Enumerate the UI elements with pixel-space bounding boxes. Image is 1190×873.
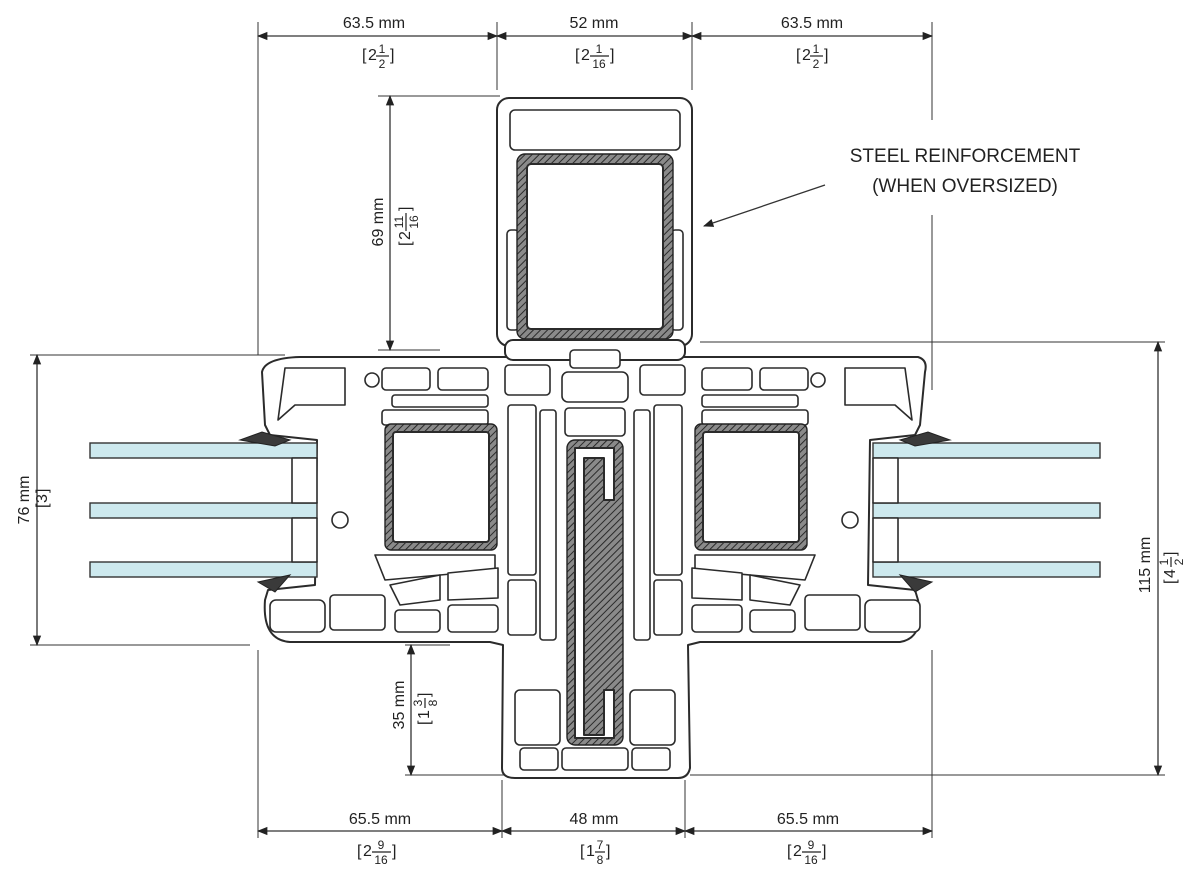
dim-bottom-left-den: 16 [374,853,388,867]
dim-upper-mullion-whole: 2 [397,231,414,240]
dim-bottom-right: 65.5 mm [ 2 9 16 ] [777,811,839,867]
dim-top-center-whole: 2 [581,47,590,64]
dim-bottom-center-mm: 48 mm [570,811,619,828]
dim-bottom-right-mm: 65.5 mm [777,811,839,828]
right-sash-chambers [691,367,921,633]
svg-text:]: ] [397,207,414,211]
svg-text:[: [ [796,47,801,64]
extension-lines [30,22,1165,838]
dim-top-right-den: 2 [813,57,820,71]
dimension-lines [32,31,1163,836]
svg-text:[: [ [580,843,585,860]
dim-top-left-mm: 63.5 mm [343,15,405,32]
dim-upper-mullion-num: 11 [392,215,406,228]
callout-line-1: STEEL REINFORCEMENT [850,146,1081,167]
top-dimension-labels: 63.5 mm [ 2 1 2 ] 52 mm [ 2 1 16 ] 63.5 … [343,15,843,71]
dim-lower-mullion-den: 8 [426,699,440,706]
dim-upper-mullion-mm: 69 mm [370,198,387,247]
svg-text:[: [ [787,843,792,860]
svg-text:]: ] [1162,552,1179,556]
dim-lower-mullion-whole: 1 [416,710,433,719]
callout-line-2: (WHEN OVERSIZED) [872,176,1058,197]
left-glazing-unit [89,442,318,578]
dim-top-center-mm: 52 mm [570,15,619,32]
dim-bottom-right-den: 16 [804,853,818,867]
dim-top-center-den: 16 [592,57,606,71]
center-mullion-chambers [504,349,686,771]
dim-overall-height-num: 1 [1157,558,1171,565]
dim-top-right-num: 1 [813,42,820,56]
dim-lower-mullion-mm: 35 mm [391,681,408,730]
dim-left-height-whole: 3 [34,494,51,503]
dim-bottom-left-whole: 2 [363,843,372,860]
svg-text:]: ] [824,47,828,64]
dim-top-center-num: 1 [596,42,603,56]
svg-text:]: ] [392,843,396,860]
right-glazing-unit [872,442,1101,578]
svg-text:[: [ [416,720,433,725]
dim-top-left-bracket: [ [362,47,367,64]
svg-text:[: [ [34,503,51,508]
upper-mullion-profile [496,97,693,347]
dim-overall-height: 115 mm [ 4 1 2 ] [1137,537,1186,594]
dim-lower-mullion: 35 mm [ 1 3 8 ] [391,681,440,730]
svg-text:]: ] [606,843,610,860]
dim-bottom-center-num: 7 [597,838,604,852]
svg-text:]: ] [610,47,614,64]
dim-left-height-mm: 76 mm [16,476,33,525]
left-sash-chambers [269,367,499,633]
dim-top-left-num: 1 [379,42,386,56]
gaskets [238,431,952,593]
dim-upper-mullion: 69 mm [ 2 11 16 ] [370,198,421,247]
svg-text:[: [ [575,47,580,64]
bottom-dimension-labels: 65.5 mm [ 2 9 16 ] 48 mm [ 1 7 8 ] 65.5 … [349,811,839,867]
svg-text:[: [ [357,843,362,860]
svg-text:[: [ [1162,579,1179,584]
svg-text:]: ] [416,693,433,697]
dim-upper-mullion-den: 16 [407,215,421,229]
dim-bottom-right-whole: 2 [793,843,802,860]
dim-top-left: 63.5 mm [ 2 1 2 ] [343,15,405,71]
svg-text:]: ] [34,489,51,493]
dim-lower-mullion-num: 3 [411,699,425,706]
dim-overall-height-mm: 115 mm [1137,537,1154,594]
dim-left-height: 76 mm [ 3 ] [16,476,51,525]
dim-top-right: 63.5 mm [ 2 1 2 ] [781,15,843,71]
dim-top-left-den: 2 [379,57,386,71]
dim-top-right-whole: 2 [802,47,811,64]
dim-top-left-whole: 2 [368,47,377,64]
dim-top-right-mm: 63.5 mm [781,15,843,32]
svg-text:[: [ [397,241,414,246]
dim-bottom-left: 65.5 mm [ 2 9 16 ] [349,811,411,867]
dim-bottom-left-mm: 65.5 mm [349,811,411,828]
dim-bottom-right-num: 9 [808,838,815,852]
dim-bottom-center-den: 8 [597,853,604,867]
svg-text:]: ] [390,47,394,64]
dim-bottom-center: 48 mm [ 1 7 8 ] [570,811,619,867]
svg-text:]: ] [822,843,826,860]
dim-top-center: 52 mm [ 2 1 16 ] [570,15,619,71]
steel-reinforcement-callout: STEEL REINFORCEMENT (WHEN OVERSIZED) [703,146,1081,227]
dim-overall-height-whole: 4 [1162,569,1179,578]
dim-overall-height-den: 2 [1172,558,1186,565]
dim-bottom-center-whole: 1 [586,843,595,860]
dim-bottom-left-num: 9 [378,838,385,852]
